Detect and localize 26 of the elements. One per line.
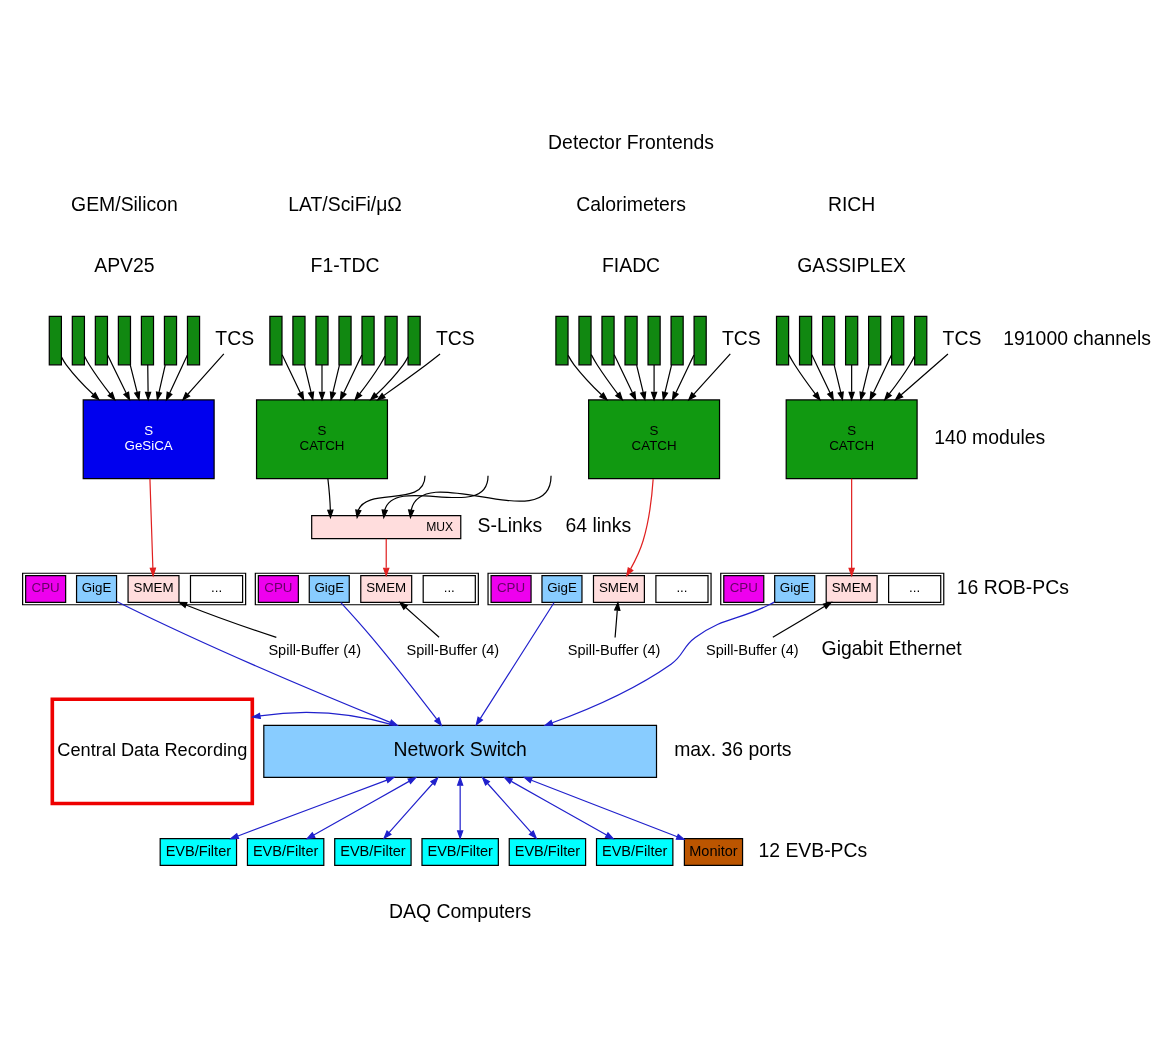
label: Gigabit Ethernet [821,636,962,659]
node-text: TCS [435,326,475,349]
label: FIADC [601,253,661,276]
label: max. 36 ports [674,737,792,760]
label: APV25 [94,253,155,276]
node-text: Spill-Buffer (4) [567,641,661,658]
label: RICH [827,192,876,215]
label: DAQ Computers [389,899,532,922]
label: LAT/SciFi/μΩ [288,192,402,215]
label: GEM/Silicon [71,192,178,215]
node-text: TCS [215,326,255,349]
node-text: TCS [721,326,761,349]
node-text: Spill-Buffer (4) [705,641,799,658]
label: 64 links [565,513,632,536]
label: F1-TDC [310,253,380,276]
node-text: Spill-Buffer (4) [268,641,362,658]
node-text: Spill-Buffer (4) [406,641,500,658]
node-text: TCS [942,326,982,349]
label: 140 modules [934,425,1046,448]
label: GASSIPLEX [797,253,907,276]
label: 16 ROB-PCs [956,575,1069,598]
label: 191000 channels [1003,326,1151,349]
label: Calorimeters [576,192,686,215]
label: S-Links [477,513,543,536]
label: Detector Frontends [548,130,714,153]
label: 12 EVB-PCs [758,838,868,861]
